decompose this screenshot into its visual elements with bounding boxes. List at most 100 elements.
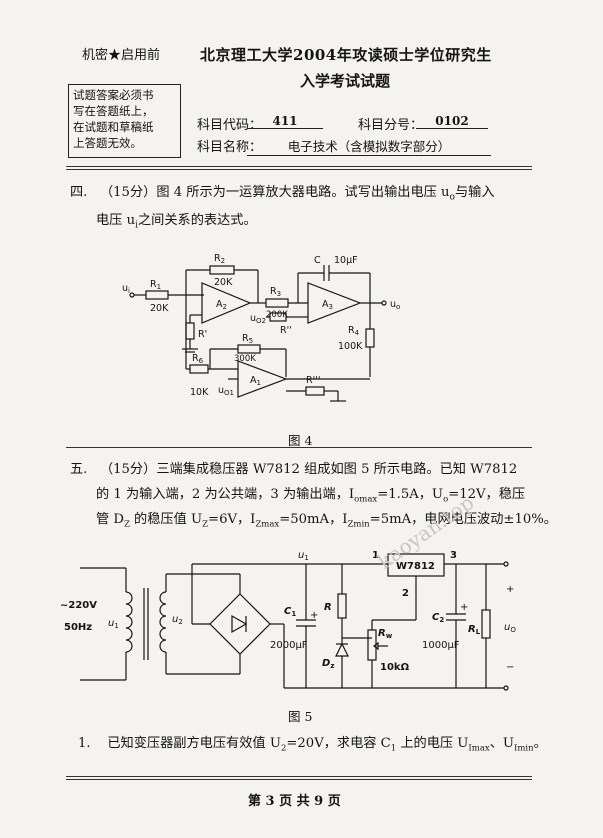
label-uo1: uO1 [218, 385, 234, 397]
label-r-dprime: R'' [280, 325, 292, 336]
opamp-a1 [237, 360, 288, 398]
footer-divider [66, 779, 532, 780]
label-rl: RL [468, 624, 481, 636]
label-r-tprime: R''' [306, 375, 320, 386]
subject-subcode-value: 0102 [416, 114, 488, 129]
output-terminal-minus [503, 685, 509, 691]
figure-5-circuit: ~220V 50Hz u1 u2 u1 C1 + 2000μF R Dz Rw … [60, 550, 516, 691]
label-a2: A2 [216, 299, 227, 311]
resistor-r4 [365, 328, 375, 348]
answer-notice-box: 试题答案必须书 写在答题纸上， 在试题和草稿纸 上答题无效。 [68, 84, 181, 158]
notice-line: 写在答题纸上， [73, 104, 154, 118]
resistor-r5 [237, 344, 261, 354]
subject-code-label: 科目代码： [197, 118, 263, 133]
question-4-line-1: 四. （15分）图 4 所示为一运算放大器电路。试写出输出电压 uo与输入 [70, 185, 495, 203]
label-c1-value: 2000μF [270, 640, 308, 651]
transformer-secondary-coil [159, 591, 167, 653]
label-r4-value: 100K [338, 341, 363, 352]
question-5-line-1: 五. （15分）三端集成稳压器 W7812 组成如图 5 所示电路。已知 W78… [70, 462, 518, 477]
label-rw-value: 10kΩ [380, 662, 410, 673]
label-regulator: W7812 [396, 561, 435, 572]
question-points: （15分） [99, 185, 157, 200]
resistor-r [337, 593, 347, 619]
resistor-r-tprime [305, 386, 325, 396]
label-r2: R2 [214, 253, 225, 265]
section-divider [66, 447, 532, 448]
notice-line: 上答题无效。 [73, 136, 142, 150]
label-c1: C1 [284, 606, 296, 618]
question-5-line-3: 管 DZ 的稳压值 UZ=6V，IZmax=50mA，IZmin=5mA，电网电… [96, 512, 557, 530]
label-pin-1: 1 [372, 550, 379, 561]
label-ui: ui [122, 283, 130, 295]
label-u1-primary: u1 [108, 618, 119, 630]
label-r5-value: 300K [234, 354, 256, 364]
label-dz: Dz [322, 658, 334, 670]
question-5-line-2: 的 1 为输入端，2 为公共端，3 为输出端，Iomax=1.5A，Uo=12V… [96, 487, 526, 505]
opamp-a3 [307, 282, 362, 324]
university-title: 北京理工大学2004年攻读硕士学位研究生 [200, 46, 492, 64]
label-pin-2: 2 [402, 588, 409, 599]
label-r6-value: 10K [190, 387, 209, 398]
label-r3-value: 200K [266, 310, 288, 320]
label-r2-value: 20K [214, 277, 233, 288]
notice-line: 试题答案必须书 [73, 88, 154, 102]
question-5-sub-1: 1. 已知变压器副方电压有效值 U2=20V，求电容 C1 上的电压 UImax… [78, 736, 547, 754]
c1-plus: + [310, 610, 318, 621]
label-u2: u2 [172, 614, 183, 626]
transformer-primary-coil [125, 591, 133, 653]
notice-line: 在试题和草稿纸 [73, 120, 154, 134]
label-r3: R3 [270, 286, 281, 298]
figure-4-caption: 图 4 [288, 433, 313, 448]
c2-plus: + [460, 602, 468, 613]
label-r4: R4 [348, 325, 360, 337]
sub-question-number: 1. [78, 736, 91, 751]
wiper-arrow [373, 641, 379, 651]
footer-divider [66, 776, 532, 777]
resistor-r1 [145, 290, 169, 300]
resistor-r2 [209, 265, 235, 275]
label-a1: A1 [250, 375, 261, 387]
output-terminal [381, 300, 387, 306]
figure-4-circuit: ui R1 20K R2 20K A2 uO2 R' R3 200K R'' C… [122, 253, 400, 402]
diode-symbol [231, 614, 248, 634]
label-uo: uO [504, 622, 516, 634]
page-number: 第 3 页 共 9 页 [248, 794, 341, 809]
label-r1-value: 20K [150, 303, 169, 314]
resistor-r3 [265, 298, 289, 308]
label-uo: uo [390, 299, 400, 311]
subject-name-value: 电子技术（含模拟数字部分） [247, 136, 491, 156]
resistor-r-prime [185, 322, 195, 340]
subject-code-value: 411 [247, 114, 323, 129]
figure-5-caption: 图 5 [288, 709, 313, 724]
label-c: C [314, 255, 321, 266]
label-rw: Rw [378, 628, 393, 640]
label-source-voltage: ~220V [60, 600, 97, 611]
label-pin-3: 3 [450, 550, 457, 561]
subject-subcode-label: 科目分号： [358, 118, 424, 133]
input-terminal [129, 292, 135, 298]
label-c2-value: 1000μF [422, 640, 460, 651]
subject-name-label: 科目名称： [197, 140, 263, 155]
output-plus-sign: + [506, 584, 514, 595]
label-c2: C2 [432, 612, 444, 624]
label-c-value: 10μF [334, 255, 358, 266]
header-divider [66, 166, 532, 167]
label-r1: R1 [150, 279, 161, 291]
zener-diode-dz [335, 642, 349, 657]
label-uo2: uO2 [250, 313, 266, 325]
question-4-line-2: 电压 ui之间关系的表达式。 [96, 213, 257, 231]
label-u1-top: u1 [298, 550, 309, 562]
secret-label: 机密★启用前 [82, 48, 161, 63]
resistor-rl [481, 609, 491, 639]
question-number: 四. [70, 185, 88, 200]
bridge-rectifier [209, 593, 271, 655]
label-source-frequency: 50Hz [64, 622, 92, 633]
output-terminal-plus [503, 561, 509, 567]
exam-title: 入学考试试题 [300, 72, 391, 90]
label-a3: A3 [322, 299, 333, 311]
question-number: 五. [70, 462, 88, 477]
resistor-r6 [189, 364, 209, 374]
question-points: （15分） [99, 462, 157, 477]
label-r-prime: R' [198, 329, 207, 340]
